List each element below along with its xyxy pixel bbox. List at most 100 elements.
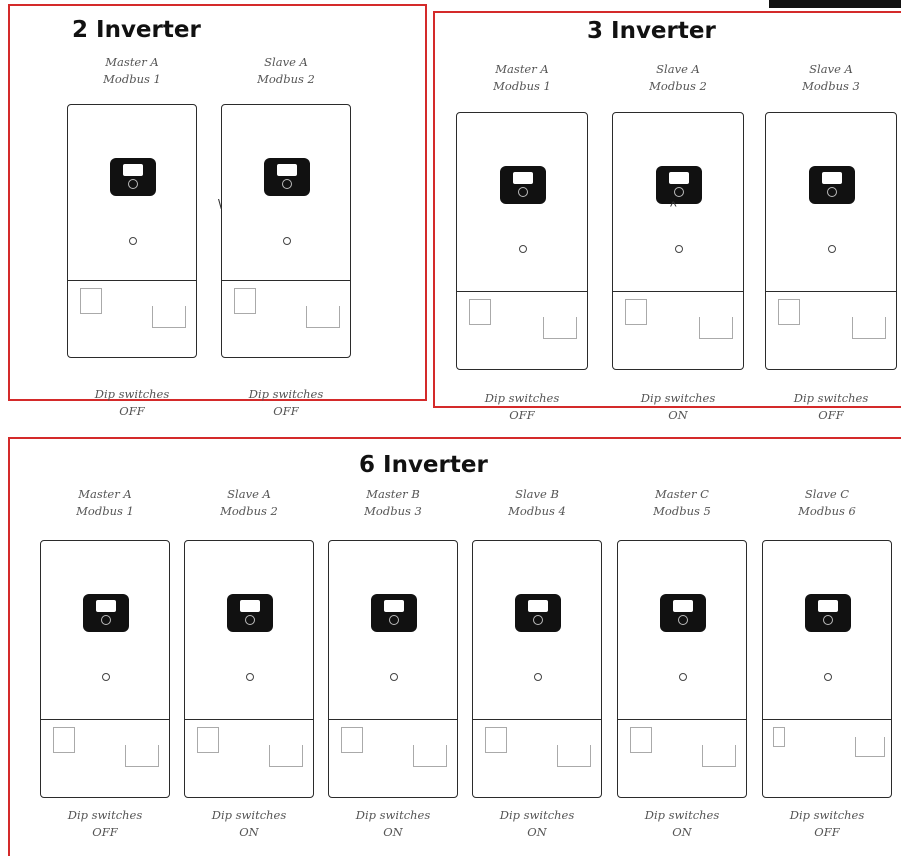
port-icon — [699, 317, 733, 339]
port-icon — [469, 299, 491, 325]
display-lcd — [528, 600, 548, 612]
display-lcd — [384, 600, 404, 612]
display-screen-icon — [83, 594, 129, 632]
modbus-address-text: Modbus 1 — [493, 79, 551, 93]
status-led-icon — [534, 673, 542, 681]
inverter-role-text: Slave A — [656, 62, 700, 76]
display-knob-icon — [245, 615, 255, 625]
wiring-compartment-divider — [185, 719, 313, 720]
display-lcd — [822, 172, 842, 184]
panel-6-inverter: 6 Inverter — [8, 437, 901, 856]
display-lcd — [513, 172, 533, 184]
dip-switch-state: ON — [239, 825, 259, 839]
dip-switch-state: ON — [668, 408, 688, 422]
port-icon — [557, 745, 591, 767]
port-icon — [625, 299, 647, 325]
display-screen-icon — [371, 594, 417, 632]
port-icon — [485, 727, 507, 753]
inverter-role-text: Slave A — [809, 62, 853, 76]
display-lcd — [818, 600, 838, 612]
status-led-icon — [129, 237, 137, 245]
dip-switch-caption: Dip switches — [211, 808, 287, 822]
dip-switch-caption: Dip switches — [793, 391, 869, 405]
status-led-icon — [390, 673, 398, 681]
status-led-icon — [246, 673, 254, 681]
port-icon — [773, 727, 785, 747]
inverter-unit — [765, 112, 897, 370]
display-knob-icon — [518, 187, 528, 197]
inverter-unit — [40, 540, 170, 798]
inverter-unit — [221, 104, 351, 358]
modbus-address-text: Modbus 2 — [257, 72, 315, 86]
dip-switch-caption: Dip switches — [644, 808, 720, 822]
inverter-name-label: Slave A Modbus 2 — [174, 486, 324, 520]
display-knob-icon — [389, 615, 399, 625]
display-knob-icon — [533, 615, 543, 625]
modbus-address-text: Modbus 6 — [798, 504, 856, 518]
display-screen-icon — [264, 158, 310, 196]
modbus-address-text: Modbus 1 — [103, 72, 161, 86]
modbus-address-text: Modbus 2 — [220, 504, 278, 518]
inverter-unit — [456, 112, 588, 370]
inverter-role-text: Slave A — [264, 55, 308, 69]
port-icon — [306, 306, 340, 328]
status-led-icon — [519, 245, 527, 253]
modbus-address-text: Modbus 5 — [653, 504, 711, 518]
display-knob-icon — [101, 615, 111, 625]
inverter-name-label: Master C Modbus 5 — [607, 486, 757, 520]
port-icon — [341, 727, 363, 753]
wiring-compartment-divider — [222, 280, 350, 281]
dip-switch-state: OFF — [509, 408, 535, 422]
display-knob-icon — [823, 615, 833, 625]
display-lcd — [96, 600, 116, 612]
display-screen-icon — [110, 158, 156, 196]
dip-switch-state: ON — [383, 825, 403, 839]
dip-switch-caption: Dip switches — [248, 387, 324, 401]
inverter-role-text: Master A — [495, 62, 549, 76]
dip-switch-state: ON — [672, 825, 692, 839]
inverter-unit — [472, 540, 602, 798]
status-led-icon — [679, 673, 687, 681]
dip-switch-state: OFF — [814, 825, 840, 839]
stray-mark: ^ — [670, 198, 677, 214]
wiring-compartment-divider — [618, 719, 746, 720]
panel-title: 2 Inverter — [72, 17, 201, 43]
display-screen-icon — [515, 594, 561, 632]
panel-2-inverter: 2 Inverter — [8, 4, 427, 401]
port-icon — [269, 745, 303, 767]
inverter-role-text: Master C — [655, 487, 709, 501]
dip-switch-caption: Dip switches — [499, 808, 575, 822]
inverter-unit — [184, 540, 314, 798]
port-icon — [543, 317, 577, 339]
inverter-role-text: Slave A — [227, 487, 271, 501]
wiring-compartment-divider — [613, 291, 743, 292]
inverter-role-text: Slave C — [804, 487, 850, 501]
display-lcd — [123, 164, 143, 176]
inverter-role-text: Master A — [78, 487, 132, 501]
port-icon — [413, 745, 447, 767]
status-led-icon — [675, 245, 683, 253]
inverter-role-text: Master A — [105, 55, 159, 69]
port-icon — [702, 745, 736, 767]
modbus-address-text: Modbus 4 — [508, 504, 566, 518]
inverter-unit — [67, 104, 197, 358]
inverter-name-label: Slave A Modbus 2 — [211, 54, 361, 88]
port-icon — [630, 727, 652, 753]
inverter-role-text: Master B — [366, 487, 420, 501]
display-knob-icon — [128, 179, 138, 189]
dip-switch-state: OFF — [818, 408, 844, 422]
panel-title: 6 Inverter — [359, 452, 488, 478]
dip-switch-caption: Dip switches — [789, 808, 865, 822]
display-screen-icon — [809, 166, 855, 204]
dip-switch-state: ON — [527, 825, 547, 839]
inverter-name-label: Master A Modbus 1 — [446, 61, 598, 95]
